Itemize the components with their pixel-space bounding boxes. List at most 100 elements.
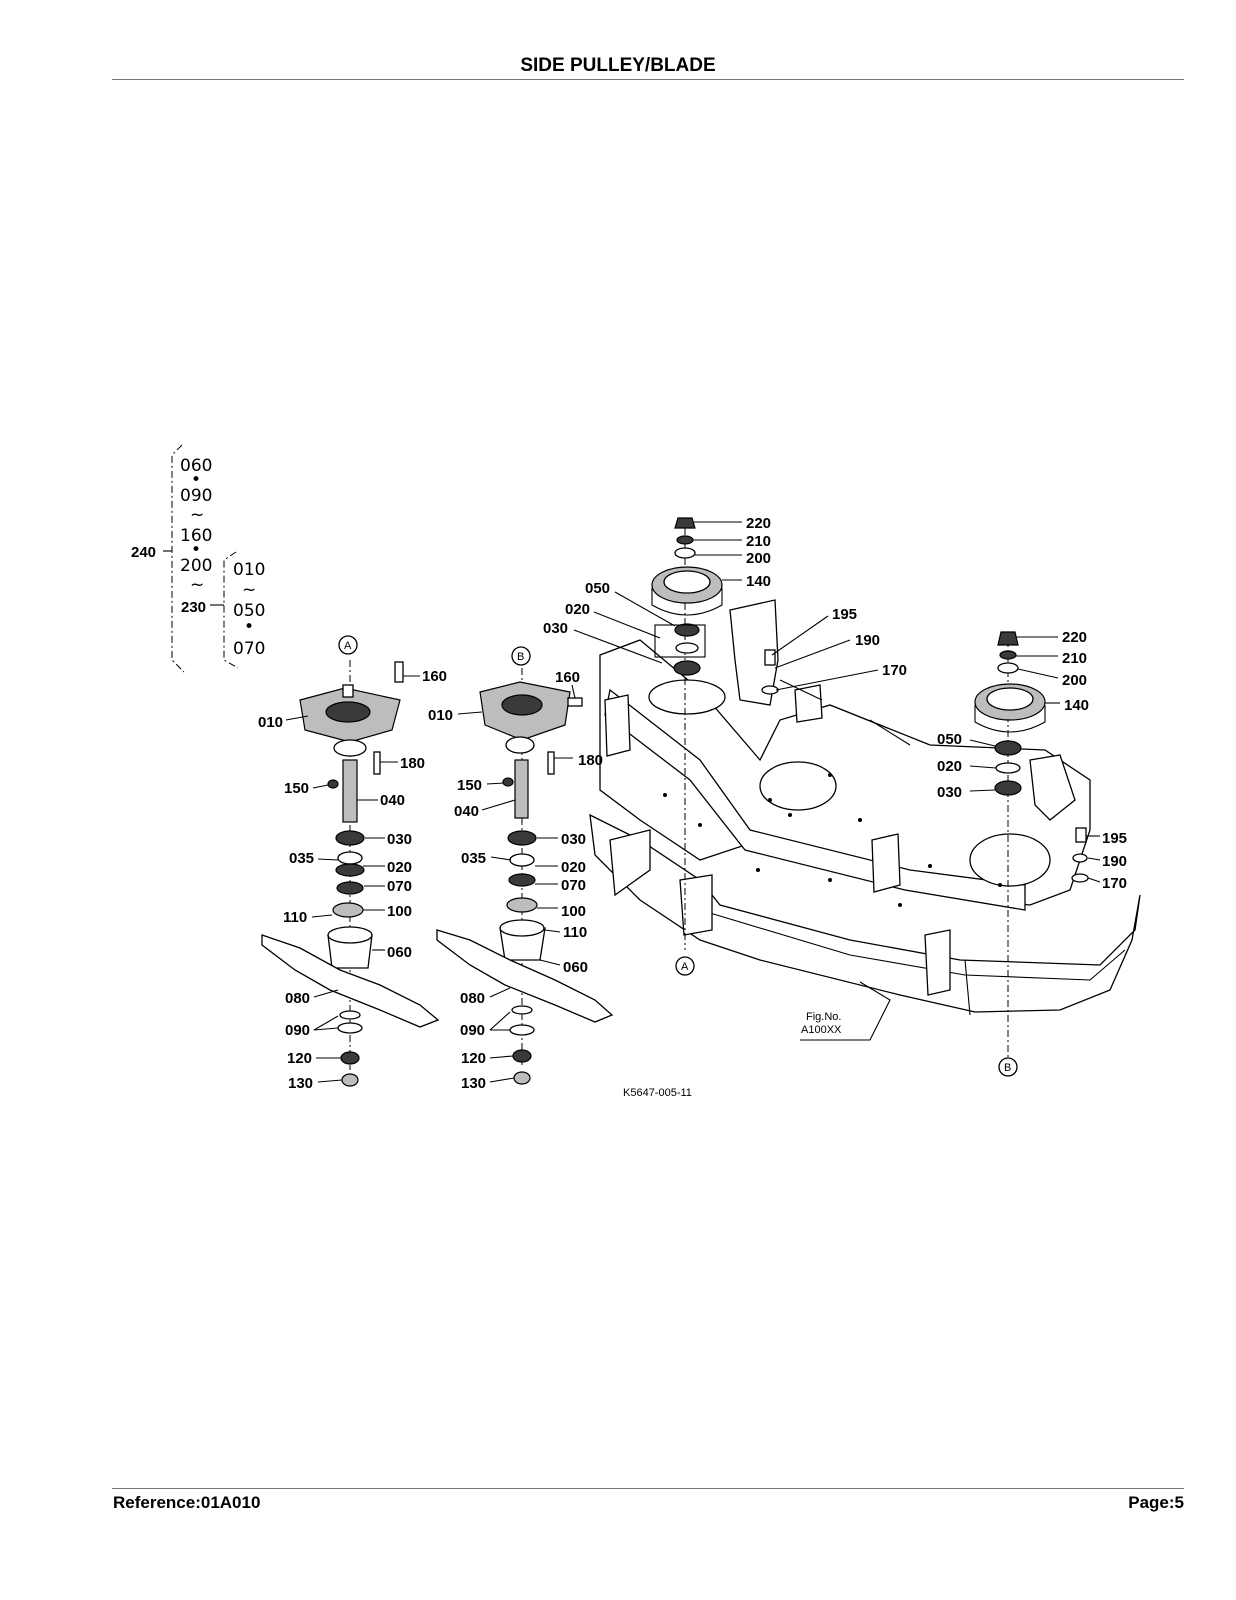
callouts-middle: 160 010 180 150 040 030 035 020 070 100 … bbox=[428, 669, 603, 1092]
belt-guide bbox=[794, 684, 823, 723]
callout-center-195: 195 bbox=[832, 606, 857, 623]
pulley-assembly-right bbox=[974, 631, 1089, 883]
kit-item-3: 200 bbox=[180, 556, 212, 576]
subkit-item-0: 010 bbox=[233, 560, 265, 580]
callout-mid-160: 160 bbox=[555, 669, 580, 686]
deck-opening-center bbox=[759, 761, 837, 811]
callout-center-020: 020 bbox=[565, 601, 590, 618]
callout-mid-070: 070 bbox=[561, 877, 586, 894]
idler-bracket bbox=[729, 599, 779, 706]
callout-right-200: 200 bbox=[1062, 672, 1087, 689]
deck-bracket-left bbox=[604, 694, 631, 757]
deck-mount-plate bbox=[648, 679, 726, 715]
deck-bracket-right bbox=[1029, 754, 1076, 821]
callout-center-050: 050 bbox=[585, 580, 610, 597]
grease-fitting-a bbox=[394, 661, 404, 683]
kit-240-bracket: 240 060 • 090 ~ 160 • 200 ~ 230 010 ~ 05… bbox=[131, 444, 265, 673]
footer-rule bbox=[112, 1488, 1184, 1489]
callout-230: 230 bbox=[181, 599, 206, 616]
marker-b-mid: B bbox=[517, 651, 524, 663]
kit-item-2: 160 bbox=[180, 526, 212, 546]
figure-code: K5647-005-11 bbox=[623, 1087, 692, 1099]
callout-mid-150: 150 bbox=[457, 777, 482, 794]
marker-a-deck: A bbox=[681, 961, 689, 973]
callout-mid-030: 030 bbox=[561, 831, 586, 848]
deck-front-skirt bbox=[589, 813, 1141, 1013]
callout-left-120: 120 bbox=[287, 1050, 312, 1067]
callout-mid-090: 090 bbox=[460, 1022, 485, 1039]
callout-right-030: 030 bbox=[937, 784, 962, 801]
marker-a-left: A bbox=[344, 640, 352, 652]
callout-right-220: 220 bbox=[1062, 629, 1087, 646]
callout-left-090: 090 bbox=[285, 1022, 310, 1039]
spindle-shaft-a bbox=[342, 759, 358, 823]
callout-center-030: 030 bbox=[543, 620, 568, 637]
callout-left-010: 010 bbox=[258, 714, 283, 731]
callout-mid-060: 060 bbox=[563, 959, 588, 976]
callout-center-200: 200 bbox=[746, 550, 771, 567]
callout-right-140: 140 bbox=[1064, 697, 1089, 714]
callout-center-190: 190 bbox=[855, 632, 880, 649]
callouts-center: 220 210 200 140 050 020 030 195 190 170 bbox=[543, 515, 907, 679]
callouts-left: 160 010 180 150 040 030 035 020 070 110 … bbox=[258, 668, 447, 1092]
callouts-right: 220 210 200 140 050 020 030 195 190 170 bbox=[937, 629, 1127, 892]
callout-mid-180: 180 bbox=[578, 752, 603, 769]
callout-right-170: 170 bbox=[1102, 875, 1127, 892]
footer-reference: Reference:01A010 bbox=[113, 1493, 261, 1512]
callout-left-035: 035 bbox=[289, 850, 314, 867]
callout-left-110: 110 bbox=[283, 909, 307, 926]
mower-deck bbox=[589, 599, 1141, 1041]
callout-mid-130: 130 bbox=[461, 1075, 486, 1092]
deck-hanger-center bbox=[679, 874, 713, 936]
kit-item-0: 060 bbox=[180, 456, 212, 476]
callout-mid-010: 010 bbox=[428, 707, 453, 724]
deck-baffle bbox=[604, 688, 1026, 911]
callout-center-140: 140 bbox=[746, 573, 771, 590]
callout-right-190: 190 bbox=[1102, 853, 1127, 870]
callout-left-060: 060 bbox=[387, 944, 412, 961]
deck-hanger-left bbox=[609, 829, 651, 897]
callout-mid-040: 040 bbox=[454, 803, 479, 820]
callout-right-050: 050 bbox=[937, 731, 962, 748]
callout-center-220: 220 bbox=[746, 515, 771, 532]
spindle-shaft-b bbox=[514, 759, 529, 819]
callout-right-020: 020 bbox=[937, 758, 962, 775]
spindle-assembly-a bbox=[261, 661, 440, 1087]
callout-left-160: 160 bbox=[422, 668, 447, 685]
callout-left-070: 070 bbox=[387, 878, 412, 895]
subkit-item-2: 070 bbox=[233, 639, 265, 659]
callout-left-150: 150 bbox=[284, 780, 309, 797]
subkit-item-1: 050 bbox=[233, 601, 265, 621]
callout-center-170: 170 bbox=[882, 662, 907, 679]
fig-ref-line2: A100XX bbox=[801, 1024, 842, 1036]
subkit-sep-0: ~ bbox=[242, 580, 256, 600]
marker-b-deck: B bbox=[1004, 1062, 1011, 1074]
callout-mid-080: 080 bbox=[460, 990, 485, 1007]
callout-left-130: 130 bbox=[288, 1075, 313, 1092]
deck-opening-right bbox=[969, 833, 1051, 887]
callout-right-210: 210 bbox=[1062, 650, 1087, 667]
kit-sep-0: • bbox=[191, 470, 201, 490]
callout-left-180: 180 bbox=[400, 755, 425, 772]
callout-mid-020: 020 bbox=[561, 859, 586, 876]
kit-sep-3: ~ bbox=[190, 575, 204, 595]
callout-mid-035: 035 bbox=[461, 850, 486, 867]
kit-sep-2: • bbox=[191, 540, 201, 560]
callout-right-195: 195 bbox=[1102, 830, 1127, 847]
header-rule bbox=[112, 79, 1184, 80]
callout-left-020: 020 bbox=[387, 859, 412, 876]
callout-mid-120: 120 bbox=[461, 1050, 486, 1067]
blade-b bbox=[436, 929, 614, 1023]
pulley-assembly-center bbox=[651, 517, 779, 695]
bolt-180-a bbox=[373, 751, 381, 775]
fig-ref-line1: Fig.No. bbox=[806, 1011, 841, 1023]
bolt-180-b bbox=[547, 751, 555, 775]
footer-page-number: Page:5 bbox=[1128, 1493, 1184, 1512]
callout-center-210: 210 bbox=[746, 533, 771, 550]
kit-sep-1: ~ bbox=[190, 505, 204, 525]
callout-mid-100: 100 bbox=[561, 903, 586, 920]
blade-a bbox=[261, 934, 440, 1028]
reference-markers: A B A B bbox=[338, 635, 1018, 1077]
page-title: SIDE PULLEY/BLADE bbox=[520, 55, 716, 76]
